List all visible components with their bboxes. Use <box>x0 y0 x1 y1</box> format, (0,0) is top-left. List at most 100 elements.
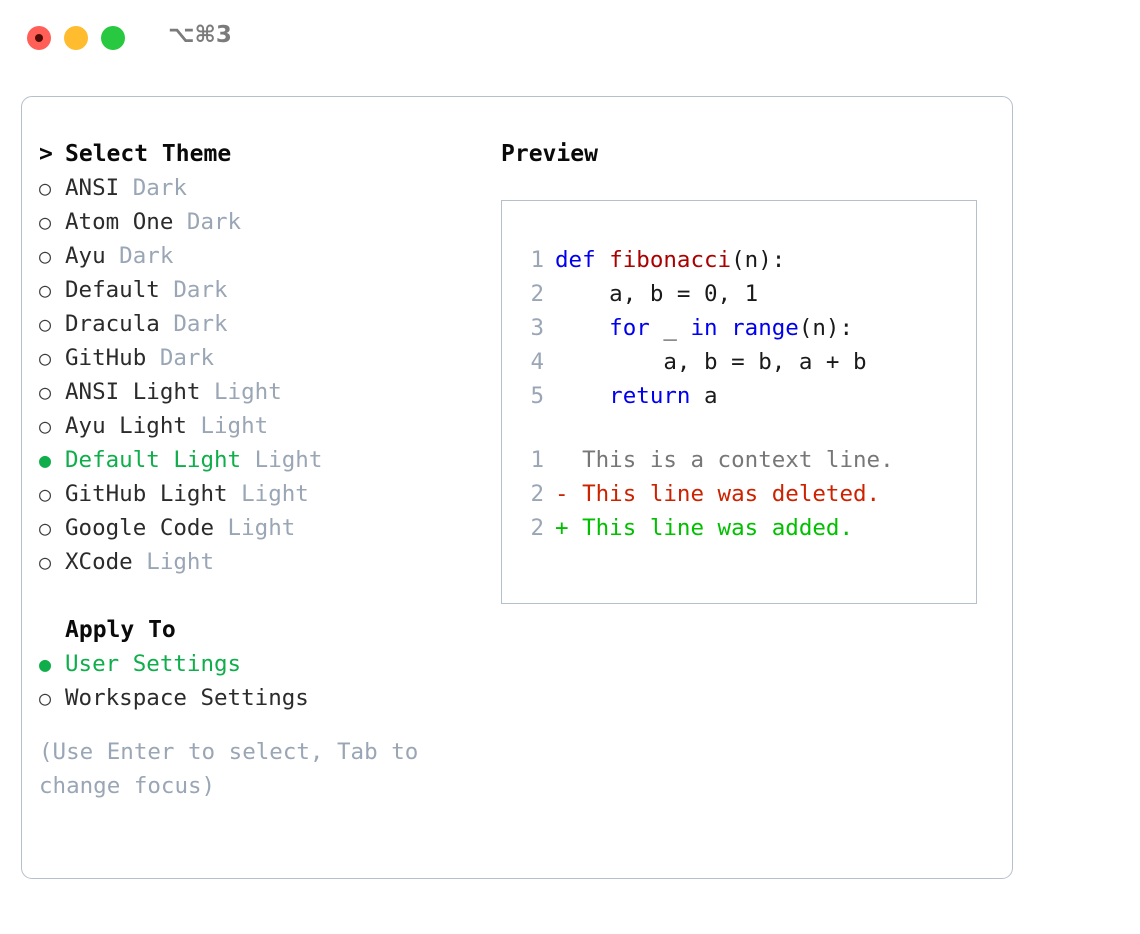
radio-unselected-icon[interactable]: ○ <box>39 550 52 574</box>
close-button-icon[interactable] <box>27 26 51 50</box>
apply-to-label: Workspace Settings <box>65 685 309 711</box>
theme-name-label: Ayu <box>65 243 106 269</box>
theme-variant-tag: Dark <box>146 345 215 371</box>
theme-list-item[interactable]: ○ XCode Light <box>39 545 489 579</box>
theme-variant-tag: Light <box>227 481 309 507</box>
code-token: a <box>690 383 718 409</box>
theme-list-item[interactable]: ○ GitHub Dark <box>39 341 489 375</box>
radio-unselected-icon[interactable]: ○ <box>39 414 52 438</box>
theme-name-label: Default Light <box>65 447 242 473</box>
theme-list-item[interactable]: ○ Google Code Light <box>39 511 489 545</box>
select-theme-header: > Select Theme <box>39 137 489 171</box>
code-line: 3 for _ in range(n): <box>516 311 976 345</box>
code-token: (n): <box>798 315 854 341</box>
radio-unselected-icon[interactable]: ○ <box>39 482 52 506</box>
theme-variant-tag: Dark <box>119 175 187 201</box>
code-token: _ <box>649 315 691 341</box>
diff-sample: 1 This is a context line. 2 - This line wa… <box>516 443 976 545</box>
diff-text: This is a context line. <box>555 447 894 473</box>
diff-line: 1 This is a context line. <box>516 443 976 477</box>
select-theme-header-label: Select Theme <box>65 141 232 167</box>
maximize-button-icon[interactable] <box>101 26 125 50</box>
apply-to-header: Apply To <box>39 613 489 647</box>
diff-text: + This line was added. <box>555 515 854 541</box>
apply-to-list-item[interactable]: ○ Workspace Settings <box>39 681 489 715</box>
theme-list-item[interactable]: ○ Ayu Dark <box>39 239 489 273</box>
line-number: 2 <box>530 281 544 307</box>
code-token: in range <box>690 315 799 341</box>
theme-variant-tag: Light <box>186 413 269 439</box>
theme-list: ○ANSI Dark○Atom One Dark○Ayu Dark○Defaul… <box>39 171 489 579</box>
radio-unselected-icon[interactable]: ○ <box>39 244 52 268</box>
code-diff-gap <box>516 413 976 443</box>
code-line: 5 return a <box>516 379 976 413</box>
theme-picker-card: >Select Theme ○ANSI Dark○Atom One Dark○A… <box>21 96 1013 879</box>
theme-list-item[interactable]: ○GitHub Light Light <box>39 477 489 511</box>
code-token: a, b = b, a + b <box>555 349 867 375</box>
line-number: 5 <box>530 383 544 409</box>
keyboard-hint-text: (Use Enter to select, Tab to change focu… <box>39 739 419 799</box>
theme-name-label: Dracula <box>65 311 160 337</box>
code-token: for <box>555 315 650 341</box>
theme-list-item[interactable]: ○ANSI Light Light <box>39 375 489 409</box>
apply-to-label: User Settings <box>65 651 242 677</box>
code-token: def <box>555 247 610 273</box>
radio-unselected-icon[interactable]: ○ <box>39 312 52 336</box>
radio-selected-icon[interactable]: ● <box>39 448 52 472</box>
radio-unselected-icon[interactable]: ○ <box>39 278 52 302</box>
title-bar: ⌥⌘3 <box>0 0 1140 76</box>
theme-variant-tag: Dark <box>159 311 228 337</box>
minimize-button-icon[interactable] <box>64 26 88 50</box>
radio-unselected-icon[interactable]: ○ <box>39 210 52 234</box>
header-caret: > <box>39 141 53 167</box>
theme-variant-tag: Light <box>200 379 282 405</box>
code-token: a, b = 0, 1 <box>555 281 759 307</box>
theme-name-label: Atom One <box>65 209 174 235</box>
traffic-lights <box>27 26 125 50</box>
code-line: 2 a, b = 0, 1 <box>516 277 976 311</box>
line-number: 1 <box>530 247 544 273</box>
diff-text: - This line was deleted. <box>555 481 881 507</box>
theme-selection-column: >Select Theme ○ANSI Dark○Atom One Dark○A… <box>39 137 489 803</box>
code-token: fibonacci <box>609 247 732 273</box>
theme-name-label: Ayu Light <box>65 413 187 439</box>
theme-variant-tag: Dark <box>173 209 242 235</box>
theme-list-item[interactable]: ○Default Dark <box>39 273 489 307</box>
theme-name-label: XCode <box>65 549 133 575</box>
keyboard-shortcut-label: ⌥⌘3 <box>168 22 232 48</box>
code-token: return <box>555 383 691 409</box>
radio-unselected-icon[interactable]: ○ <box>39 176 52 200</box>
theme-variant-tag: Dark <box>105 243 174 269</box>
radio-unselected-icon[interactable]: ○ <box>39 380 52 404</box>
theme-list-item[interactable]: ○ Ayu Light Light <box>39 409 489 443</box>
theme-name-label: Google Code <box>65 515 215 541</box>
apply-to-list-item[interactable]: ● User Settings <box>39 647 489 681</box>
line-number: 4 <box>530 349 544 375</box>
theme-name-label: GitHub <box>65 345 147 371</box>
apply-to-list: ● User Settings ○ Workspace Settings <box>39 647 489 715</box>
line-number: 2 <box>530 515 544 541</box>
theme-list-item[interactable]: ○ Dracula Dark <box>39 307 489 341</box>
radio-selected-icon[interactable]: ● <box>39 652 52 676</box>
line-number: 3 <box>530 315 544 341</box>
diff-line: 2 - This line was deleted. <box>516 477 976 511</box>
theme-list-item[interactable]: ● Default Light Light <box>39 443 489 477</box>
preview-title: Preview <box>501 141 598 167</box>
theme-list-item[interactable]: ○ Atom One Dark <box>39 205 489 239</box>
theme-list-item[interactable]: ○ANSI Dark <box>39 171 489 205</box>
radio-unselected-icon[interactable]: ○ <box>39 346 52 370</box>
radio-unselected-icon[interactable]: ○ <box>39 516 52 540</box>
theme-name-label: Default <box>65 277 160 303</box>
apply-to-header-label: Apply To <box>65 617 176 643</box>
line-number: 1 <box>530 447 544 473</box>
radio-unselected-icon[interactable]: ○ <box>39 686 52 710</box>
theme-variant-tag: Light <box>241 447 323 473</box>
theme-variant-tag: Light <box>214 515 296 541</box>
theme-variant-tag: Light <box>132 549 215 575</box>
line-number: 2 <box>530 481 544 507</box>
